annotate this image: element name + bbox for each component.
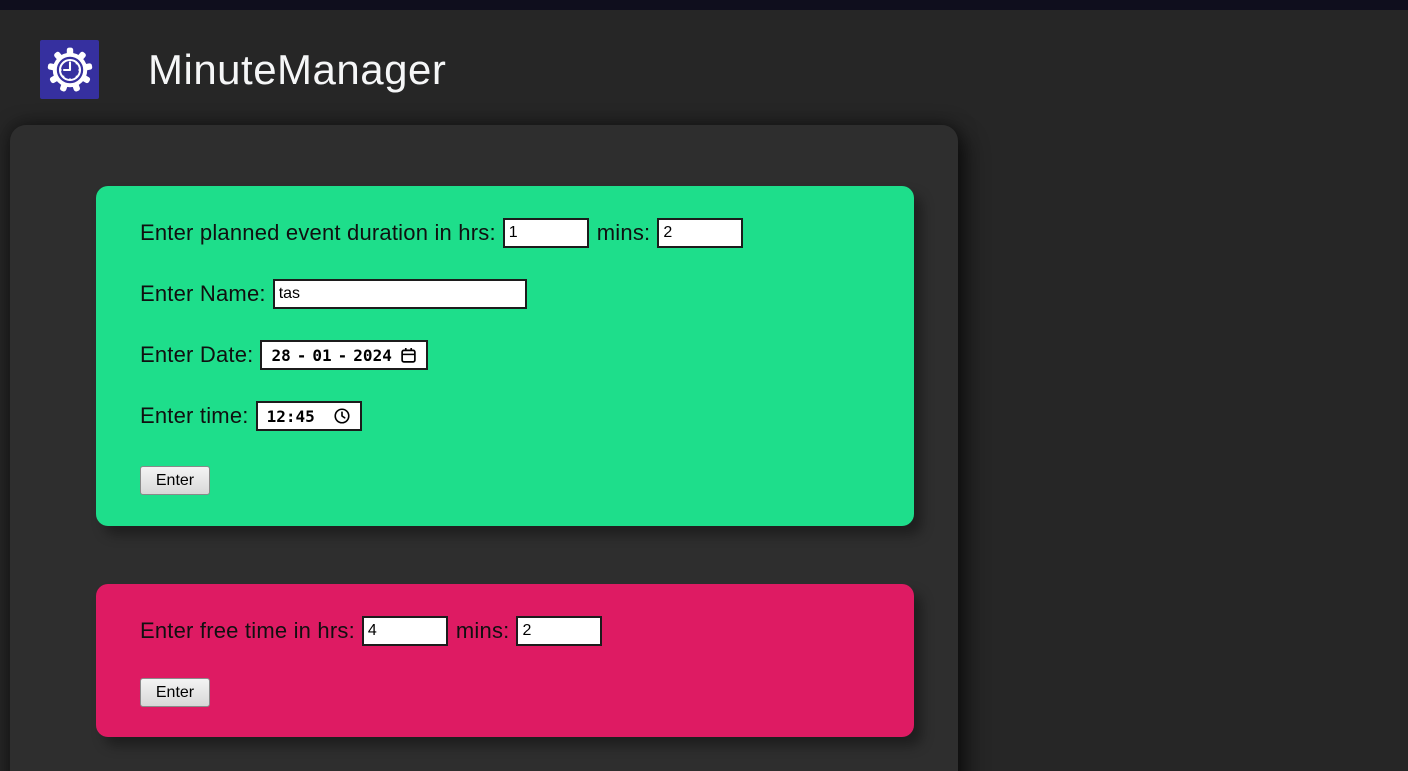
app-title: MinuteManager [148, 45, 447, 93]
duration-hours-input[interactable] [502, 218, 589, 248]
free-hours-label: Enter free time in hrs: [140, 618, 355, 643]
free-time-row: Enter free time in hrs: mins: [140, 616, 914, 646]
date-year: 2024 [353, 345, 392, 365]
gear-clock-icon [47, 47, 92, 91]
date-input[interactable]: 28 - 01 - 2024 [260, 340, 429, 370]
duration-mins-label: mins: [596, 220, 651, 245]
date-month: 01 [312, 345, 332, 365]
calendar-icon[interactable] [400, 347, 417, 364]
app-header: MinuteManager [0, 10, 1408, 99]
duration-row: Enter planned event duration in hrs: min… [140, 218, 914, 248]
time-row: Enter time: 12:45 [140, 401, 914, 431]
app-logo [40, 40, 99, 99]
free-hours-input[interactable] [361, 616, 448, 646]
time-input[interactable]: 12:45 [255, 401, 362, 431]
free-time-form-card: Enter free time in hrs: mins: Enter [96, 584, 914, 737]
main-panel: Enter planned event duration in hrs: min… [10, 125, 958, 771]
free-mins-label: mins: [455, 618, 510, 643]
top-accent-bar [0, 0, 1408, 10]
date-separator: - [337, 345, 348, 365]
duration-label: Enter planned event duration in hrs: [140, 220, 496, 245]
event-submit-button[interactable]: Enter [140, 466, 210, 495]
name-label: Enter Name: [140, 281, 266, 306]
time-label: Enter time: [140, 403, 249, 428]
free-mins-input[interactable] [516, 616, 603, 646]
clock-icon[interactable] [333, 407, 351, 425]
duration-mins-input[interactable] [657, 218, 744, 248]
date-separator: - [296, 345, 307, 365]
date-row: Enter Date: 28 - 01 - 2024 [140, 340, 914, 370]
time-value: 12:45 [266, 406, 315, 426]
free-submit-button[interactable]: Enter [140, 678, 210, 707]
date-label: Enter Date: [140, 342, 254, 367]
name-row: Enter Name: [140, 279, 914, 309]
date-day: 28 [271, 345, 291, 365]
name-input[interactable] [272, 279, 527, 309]
event-form-card: Enter planned event duration in hrs: min… [96, 186, 914, 526]
